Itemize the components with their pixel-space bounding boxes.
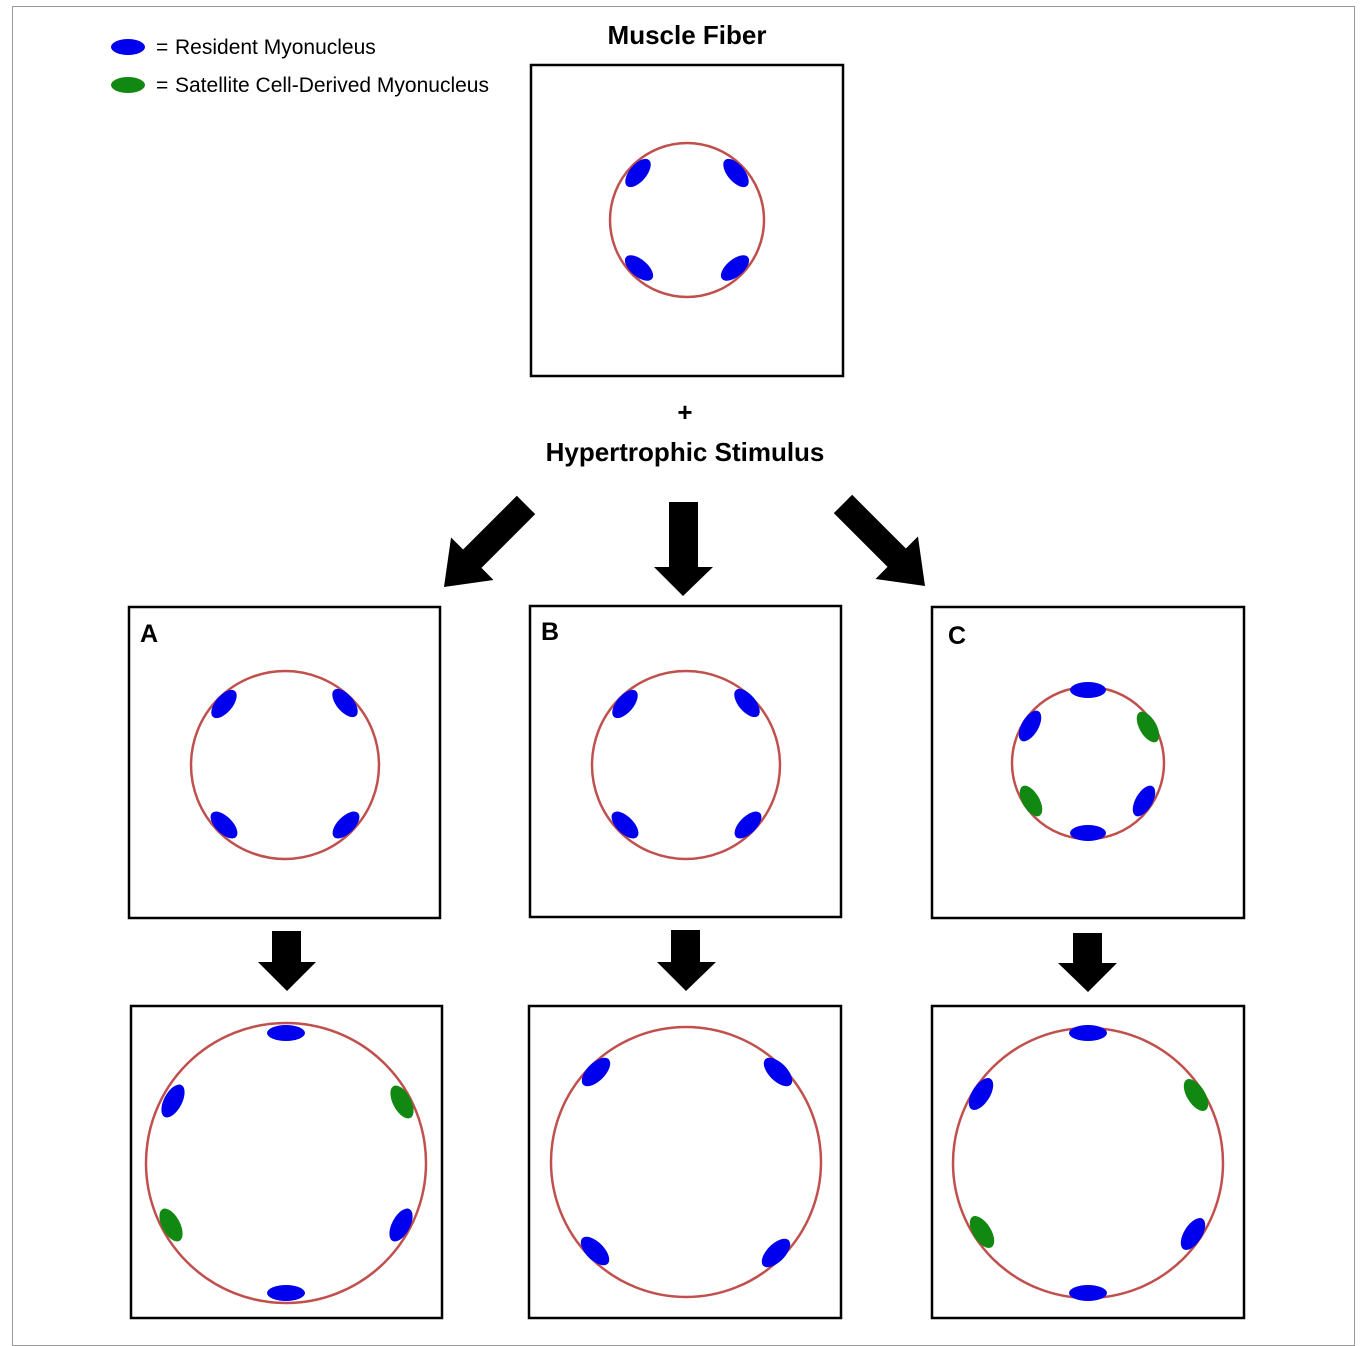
stimulus-label: Hypertrophic Stimulus [546, 437, 825, 467]
resident-nucleus [734, 688, 760, 718]
satellite-nucleus [159, 1208, 183, 1242]
panel-c-stage1: C [930, 605, 1246, 920]
panel-b-label: B [541, 618, 559, 646]
resident-nucleus [763, 1057, 793, 1087]
legend-satellite-symbol: = [156, 74, 168, 97]
panel-b-stage2 [527, 1004, 843, 1320]
resident-nucleus [267, 1285, 305, 1301]
fiber-outline [549, 1025, 823, 1299]
resident-nucleus [761, 1238, 791, 1268]
satellite-nucleus [1136, 711, 1160, 743]
satellite-nucleus [1183, 1079, 1209, 1111]
fiber-outline [144, 1021, 428, 1305]
resident-nucleus [1132, 785, 1156, 817]
resident-nucleus-legend-swatch [111, 39, 145, 55]
panel-a-stage2 [129, 1004, 444, 1320]
arrow-panel-b-down [657, 930, 716, 991]
resident-nucleus [581, 1057, 611, 1087]
panel-b-stage1: B [528, 604, 843, 919]
panel-a-stage1: A [127, 605, 442, 920]
resident-nucleus [211, 689, 237, 719]
resident-nucleus [332, 688, 358, 718]
resident-nucleus [580, 1236, 610, 1266]
resident-nucleus [734, 811, 762, 839]
satellite-nucleus [390, 1085, 414, 1119]
baseline-fiber-panel [529, 63, 845, 378]
fiber-outline [608, 141, 766, 299]
resident-nucleus [1069, 1285, 1107, 1301]
resident-nucleus [1018, 710, 1042, 742]
resident-nucleus [720, 255, 750, 281]
arrow-to-panel-a [443, 495, 536, 588]
resident-nucleus [389, 1208, 413, 1242]
panel-c-stage2 [930, 1004, 1246, 1320]
resident-nucleus [1070, 825, 1106, 841]
resident-nucleus [161, 1084, 185, 1118]
legend: = Resident Myonucleus = Satellite Cell-D… [111, 36, 489, 97]
resident-nucleus [1180, 1218, 1206, 1250]
diagram-title: Muscle Fiber [608, 20, 767, 50]
legend-resident-label: Resident Myonucleus [175, 36, 376, 59]
plus-sign: + [677, 397, 692, 427]
satellite-nucleus [1019, 785, 1043, 817]
arrow-to-panel-c [833, 494, 926, 587]
satellite-nucleus [969, 1216, 995, 1248]
resident-nucleus [210, 811, 238, 839]
resident-nucleus [1069, 1025, 1107, 1041]
resident-nucleus [968, 1078, 994, 1110]
fiber-outline [590, 669, 782, 861]
resident-nucleus [723, 158, 749, 188]
resident-nucleus [1070, 682, 1106, 698]
panel-c-label: C [948, 622, 966, 650]
legend-resident-symbol: = [156, 36, 168, 59]
arrow-panel-c-down [1058, 933, 1117, 992]
resident-nucleus [624, 255, 654, 281]
panel-a-label: A [140, 620, 158, 648]
resident-nucleus [612, 689, 638, 719]
arrow-to-panel-b [654, 502, 713, 596]
resident-nucleus [267, 1025, 305, 1041]
legend-satellite-label: Satellite Cell-Derived Myonucleus [175, 74, 489, 97]
resident-nucleus [611, 811, 639, 839]
arrow-panel-a-down [258, 931, 316, 991]
resident-nucleus [332, 811, 360, 839]
satellite-nucleus-legend-swatch [111, 77, 145, 93]
fiber-outline [189, 669, 381, 861]
resident-nucleus [625, 158, 651, 188]
